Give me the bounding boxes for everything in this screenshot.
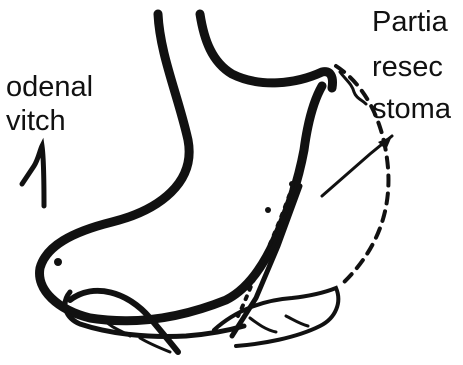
label-pointer-wiggle [340, 72, 366, 104]
label-duodenal-switch-line1: odenal [6, 71, 93, 103]
dot-marker [265, 207, 271, 213]
left-pointer-line [22, 146, 44, 206]
label-partial-resection-line3: stoma [372, 93, 451, 125]
stomach-cut-line [238, 176, 296, 316]
stomach-lesser-curve [40, 14, 322, 321]
dot-marker [289, 181, 295, 187]
stomach-greater-curve [200, 14, 333, 88]
label-partial-resection-line2: resec [372, 51, 443, 83]
label-duodenal-switch-line2: vitch [6, 105, 66, 137]
right-pointer-arrowhead [378, 136, 392, 150]
label-partial-resection-line1: Partia [372, 6, 448, 38]
dot-marker [54, 258, 62, 266]
